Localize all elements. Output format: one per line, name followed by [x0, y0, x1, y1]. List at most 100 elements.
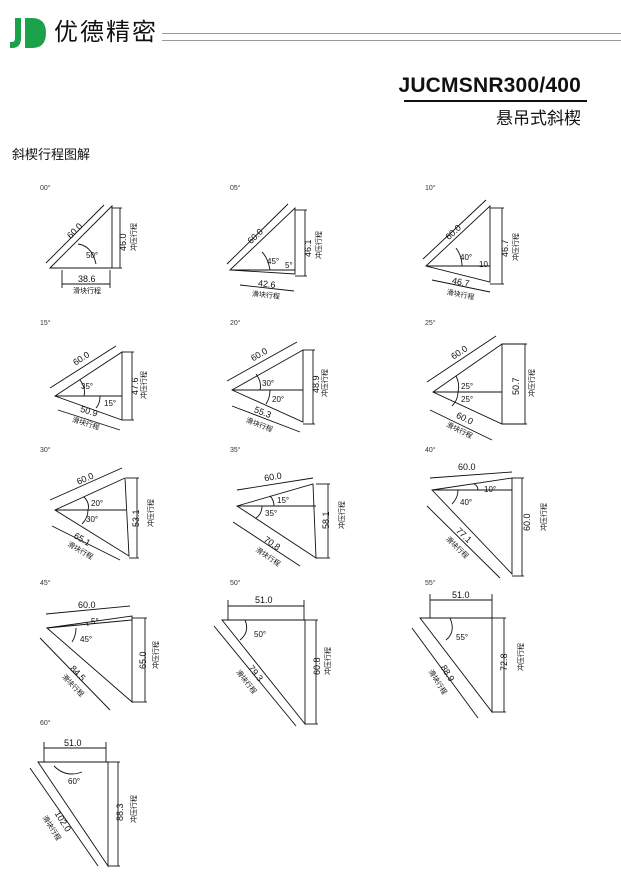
brand-logo-icon — [10, 18, 46, 48]
section-title: 斜楔行程图解 — [12, 148, 91, 163]
svg-text:15°: 15° — [277, 496, 289, 505]
svg-text:20°: 20° — [230, 319, 241, 327]
svg-text:50°: 50° — [254, 630, 266, 639]
svg-text:48.9: 48.9 — [311, 375, 321, 393]
svg-text:55°: 55° — [456, 633, 468, 642]
header-rule — [162, 33, 621, 41]
svg-text:5°: 5° — [285, 261, 293, 270]
svg-text:50°: 50° — [230, 579, 241, 587]
svg-text:60.0: 60.0 — [522, 513, 532, 531]
svg-text:60.0: 60.0 — [449, 343, 469, 361]
svg-text:冲压行程: 冲压行程 — [511, 233, 520, 261]
svg-text:45°: 45° — [267, 257, 279, 266]
svg-text:滑块行程: 滑块行程 — [252, 289, 281, 301]
svg-text:冲压行程: 冲压行程 — [146, 499, 155, 527]
svg-text:10: 10 — [479, 260, 488, 269]
diagram-40: 40° 60.0 60.0 冲压行程 10° 40° 77.1 滑块行程 — [425, 446, 548, 579]
diagram-10: 10° 60.0 46.7 冲压行程 40° 10 46.7 滑块行程 — [422, 184, 520, 302]
svg-text:65.0: 65.0 — [138, 651, 148, 669]
wedge-outline — [228, 206, 296, 275]
diagram-00: 00° 60.0 46.0 冲压行程 50° 38.6 滑块行程 — [40, 184, 138, 295]
svg-text:88.3: 88.3 — [115, 803, 125, 821]
svg-text:30°: 30° — [40, 446, 51, 454]
svg-text:51.0: 51.0 — [255, 595, 273, 605]
angle-tag: 00° — [40, 184, 51, 192]
diagram-35: 35° 60.0 58.1 冲压行程 15° 35° 70.8 滑块行程 — [230, 446, 346, 568]
svg-text:冲压行程: 冲压行程 — [323, 647, 332, 675]
slider-label: 滑块行程 — [73, 286, 101, 295]
svg-text:冲压行程: 冲压行程 — [539, 503, 548, 531]
brand-name: 优德精密 — [54, 18, 158, 46]
svg-text:5°: 5° — [91, 617, 99, 626]
svg-text:30°: 30° — [86, 515, 98, 524]
diagram-30: 30° 60.0 53.1 冲压行程 20° 30° 65.1 滑块行程 — [40, 446, 155, 561]
svg-text:10°: 10° — [484, 485, 496, 494]
svg-text:20°: 20° — [91, 499, 103, 508]
svg-text:55°: 55° — [425, 579, 436, 587]
angle-value: 50° — [86, 251, 98, 260]
incline-dim-line — [45, 204, 105, 264]
svg-text:45°: 45° — [40, 579, 51, 587]
svg-text:53.1: 53.1 — [131, 509, 141, 527]
svg-text:冲压行程: 冲压行程 — [129, 795, 138, 823]
svg-text:60.0: 60.0 — [71, 349, 91, 367]
svg-text:冲压行程: 冲压行程 — [320, 369, 329, 397]
svg-text:25°: 25° — [425, 319, 436, 327]
diagram-20: 20° 60.0 48.9 冲压行程 30° 20° 55.3 滑块行程 — [226, 319, 329, 434]
diagram-55: 55° 51.0 72.8 冲压行程 55° 88.9 滑块行程 — [411, 579, 525, 719]
diagram-60: 60° 51.0 88.3 冲压行程 60° 102.0 滑块行程 — [29, 719, 138, 868]
svg-text:35°: 35° — [81, 382, 93, 391]
svg-text:35°: 35° — [265, 509, 277, 518]
diagram-45: 45° 60.0 65.0 冲压行程 5° 45° 84.5 滑块行程 — [39, 579, 160, 711]
svg-text:10°: 10° — [425, 184, 436, 192]
diagram-05: 05° 60.0 46.1 冲压行程 45° 5° 42.6 滑块行程 — [226, 184, 323, 301]
svg-text:40°: 40° — [460, 253, 472, 262]
diagram-15: 15° 60.0 47.6 冲压行程 35° 15° 50.9 滑块行程 — [40, 319, 148, 432]
svg-text:冲压行程: 冲压行程 — [151, 641, 160, 669]
svg-text:冲压行程: 冲压行程 — [139, 371, 148, 399]
svg-text:35°: 35° — [230, 446, 241, 454]
svg-text:60.0: 60.0 — [263, 471, 282, 484]
svg-text:冲压行程: 冲压行程 — [337, 501, 346, 529]
svg-text:72.8: 72.8 — [499, 653, 509, 671]
svg-text:25°: 25° — [461, 382, 473, 391]
svg-text:45°: 45° — [80, 635, 92, 644]
svg-text:05°: 05° — [230, 184, 241, 192]
incline-value: 60.0 — [65, 221, 84, 240]
svg-text:60.0: 60.0 — [249, 346, 269, 363]
svg-text:46.7: 46.7 — [500, 239, 510, 257]
svg-text:20°: 20° — [272, 395, 284, 404]
product-subtitle: 悬吊式斜楔 — [496, 109, 581, 129]
angle-arc — [77, 243, 97, 265]
wedge-outline — [48, 204, 113, 269]
svg-text:15°: 15° — [40, 319, 51, 327]
svg-text:50.7: 50.7 — [511, 377, 521, 395]
svg-text:42.6: 42.6 — [258, 278, 276, 290]
svg-text:40°: 40° — [425, 446, 436, 454]
svg-text:50.9: 50.9 — [79, 404, 99, 419]
punch-value: 46.0 — [118, 233, 128, 251]
svg-text:冲压行程: 冲压行程 — [516, 643, 525, 671]
svg-text:60°: 60° — [40, 719, 51, 727]
model-title: JUCMSNR300/400 — [398, 74, 581, 97]
slider-value: 38.6 — [78, 274, 96, 284]
wedge-outline — [425, 204, 491, 283]
svg-text:51.0: 51.0 — [64, 738, 82, 748]
model-title-underline — [404, 100, 587, 102]
diagram-50: 50° 51.0 60.8 冲压行程 50° 79.3 滑块行程 — [213, 579, 332, 727]
punch-label: 冲压行程 — [129, 223, 138, 251]
svg-text:46.1: 46.1 — [303, 239, 313, 257]
svg-text:冲压行程: 冲压行程 — [314, 231, 323, 259]
svg-text:51.0: 51.0 — [452, 590, 470, 600]
svg-text:30°: 30° — [262, 379, 274, 388]
svg-text:58.1: 58.1 — [321, 511, 331, 529]
svg-text:冲压行程: 冲压行程 — [527, 369, 536, 397]
svg-text:47.6: 47.6 — [130, 377, 140, 395]
svg-text:60.8: 60.8 — [312, 657, 322, 675]
svg-text:46.7: 46.7 — [451, 276, 470, 289]
svg-text:60.0: 60.0 — [455, 410, 475, 427]
svg-text:15°: 15° — [104, 399, 116, 408]
svg-text:25°: 25° — [461, 395, 473, 404]
svg-text:滑块行程: 滑块行程 — [446, 287, 475, 301]
